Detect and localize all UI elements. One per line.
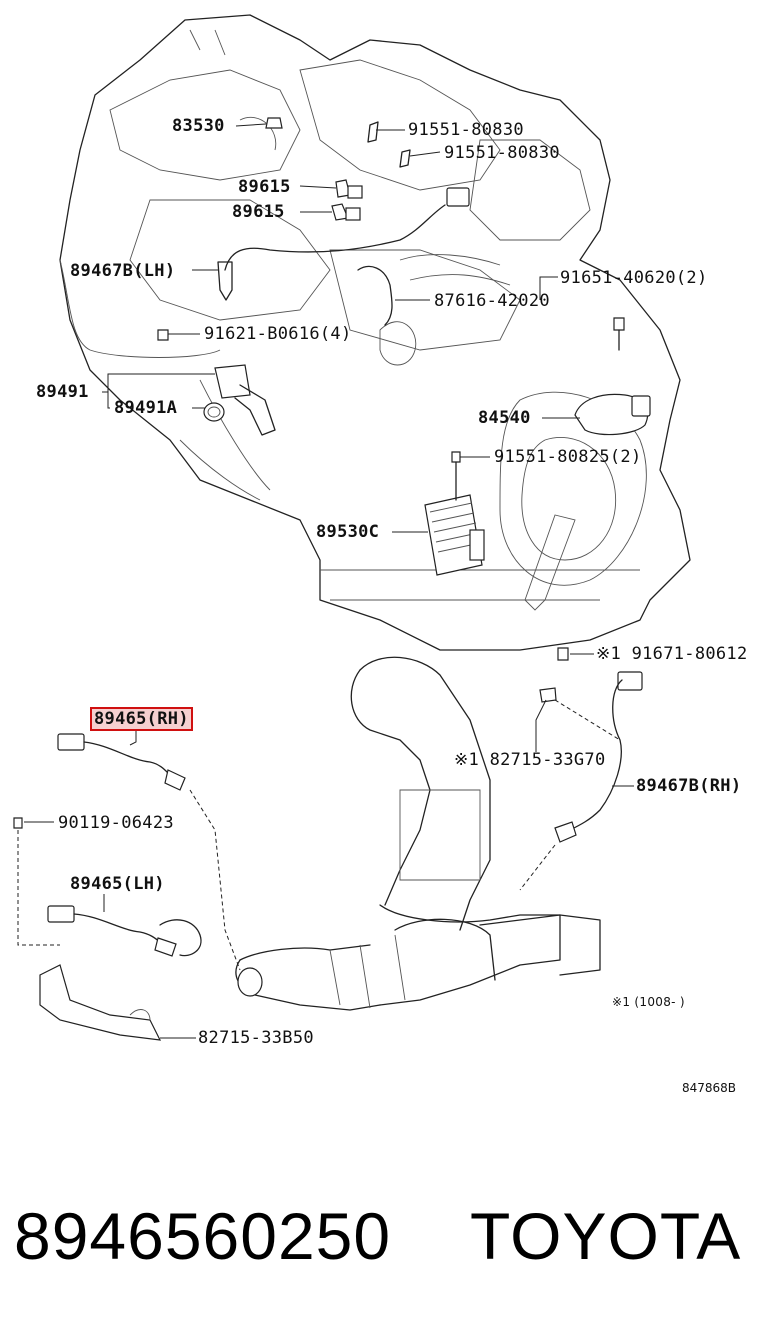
exhaust-system-drawing bbox=[235, 656, 601, 1011]
label-91551-80830-b: 91551-80830 bbox=[444, 143, 560, 163]
label-91621-b0616: 91621-B0616(4) bbox=[204, 324, 352, 344]
bracket-82715-33b50-drawing bbox=[13, 817, 162, 1041]
sensor-89465-lh-drawing bbox=[47, 905, 202, 957]
label-90119-06423: 90119-06423 bbox=[58, 813, 174, 833]
label-84540: 84540 bbox=[478, 408, 531, 428]
sensor-89467b-rh-drawing bbox=[519, 647, 643, 891]
label-89615-b: 89615 bbox=[232, 202, 285, 222]
label-83530: 83530 bbox=[172, 116, 225, 136]
label-89491a: 89491A bbox=[114, 398, 178, 418]
label-89467b-rh: 89467B(RH) bbox=[636, 776, 742, 796]
label-89465-rh-highlighted[interactable]: 89465(RH) bbox=[90, 707, 193, 731]
label-89530c: 89530C bbox=[316, 522, 380, 542]
label-91551-80825: 91551-80825(2) bbox=[494, 447, 642, 467]
bracket-89491-drawing bbox=[203, 364, 276, 436]
label-89465-lh: 89465(LH) bbox=[70, 874, 165, 894]
label-82715-33b50: 82715-33B50 bbox=[198, 1028, 314, 1048]
label-91651-40620: 91651-40620(2) bbox=[560, 268, 708, 288]
label-91551-80830-a: 91551-80830 bbox=[408, 120, 524, 140]
footnote-label: ※1 (1008- ) bbox=[612, 995, 685, 1009]
ecu-89530c-drawing bbox=[424, 451, 485, 576]
label-91671-80612: ※1 91671-80612 bbox=[596, 644, 748, 664]
label-82715-33g70: ※1 82715-33G70 bbox=[454, 750, 606, 770]
label-89615-a: 89615 bbox=[238, 177, 291, 197]
small-fasteners-top bbox=[157, 117, 625, 351]
brand-footer: TOYOTA bbox=[470, 1199, 742, 1273]
label-87616-42020: 87616-42020 bbox=[434, 291, 550, 311]
part-number-footer: 8946560250 bbox=[14, 1199, 392, 1273]
label-89491: 89491 bbox=[36, 382, 89, 402]
engine-block-drawing bbox=[59, 14, 691, 651]
sensor-89465-rh-drawing bbox=[57, 733, 241, 971]
sensor-89467b-lh-drawing bbox=[217, 187, 470, 301]
illustration-code: 847868B bbox=[682, 1081, 737, 1095]
label-89467b-lh: 89467B(LH) bbox=[70, 261, 176, 281]
leader-lines bbox=[24, 123, 634, 1039]
sensor-84540-drawing bbox=[574, 393, 651, 436]
